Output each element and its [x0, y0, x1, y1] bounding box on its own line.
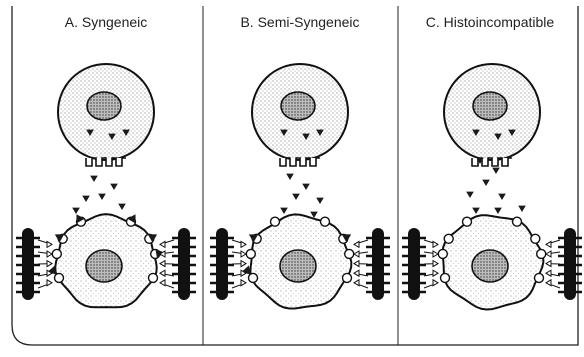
- receptor-site: [531, 234, 540, 243]
- upper-cell-receptor-pits: [280, 158, 320, 166]
- upper-cell: [252, 64, 348, 166]
- arrowhead-icon: [160, 241, 165, 247]
- receptor-site: [271, 217, 280, 226]
- lower-cell: [48, 214, 164, 307]
- arrowhead-icon: [241, 280, 246, 286]
- receptor-site: [249, 273, 258, 282]
- receptor-site: [463, 217, 472, 226]
- arrowhead-icon: [354, 241, 359, 247]
- upper-cell: [444, 64, 540, 166]
- arrowhead-icon: [47, 241, 52, 247]
- antigen-triangle-icon: [482, 180, 490, 186]
- panel-title-c: C. Histoincompatible: [426, 14, 555, 30]
- antigen-triangle-icon: [472, 208, 480, 214]
- lower-cell-nucleus-icon: [280, 250, 316, 282]
- panel-title-a: A. Syngeneic: [65, 14, 148, 30]
- antigen-triangle-icon: [98, 194, 106, 200]
- arrowhead-icon: [546, 280, 551, 286]
- antigen-triangle-icon: [118, 204, 126, 210]
- released-antigens: [72, 176, 126, 214]
- antigen-triangle-icon: [90, 176, 98, 182]
- arrowhead-icon: [433, 251, 438, 257]
- receptor-site: [345, 249, 354, 258]
- antigen-triangle-icon: [316, 198, 324, 204]
- arrowhead-icon: [160, 270, 165, 276]
- upper-cell-nucleus-icon: [87, 92, 121, 120]
- arrowhead-icon: [160, 261, 165, 267]
- antigen-triangle-icon: [494, 208, 502, 214]
- antigen-triangle-icon: [302, 184, 310, 190]
- panel-a-syngeneic: [16, 64, 196, 307]
- arrowhead-icon: [160, 280, 165, 286]
- arrowhead-icon: [546, 241, 551, 247]
- arrowhead-icon: [241, 261, 246, 267]
- receptor-site: [149, 273, 158, 282]
- upper-cell-receptor-pits: [86, 158, 126, 166]
- panel-c-histoincompatible: [402, 64, 582, 310]
- released-antigens: [280, 174, 324, 218]
- arrowhead-icon: [241, 241, 246, 247]
- arrowhead-icon: [354, 270, 359, 276]
- receptor-site: [513, 217, 522, 226]
- receptor-site: [444, 234, 453, 243]
- arrowhead-icon: [546, 261, 551, 267]
- receptor-site: [55, 273, 64, 282]
- receptor-site: [438, 249, 447, 258]
- upper-cell-nucleus-icon: [473, 92, 507, 120]
- arrowhead-icon: [47, 280, 52, 286]
- arrowhead-icon: [433, 261, 438, 267]
- arrowhead-icon: [546, 270, 551, 276]
- upper-cell: [58, 64, 154, 166]
- receptor-site: [535, 273, 544, 282]
- antigen-triangle-icon: [492, 168, 500, 174]
- arrowhead-icon: [546, 251, 551, 257]
- antigen-triangle-icon: [466, 192, 474, 198]
- antigen-triangle-icon: [498, 194, 506, 200]
- receptor-site: [343, 273, 352, 282]
- antigen-triangle-icon: [292, 194, 300, 200]
- arrowhead-icon: [433, 280, 438, 286]
- antigen-triangle-icon: [72, 208, 80, 214]
- arrowhead-icon: [433, 270, 438, 276]
- panel-title-b: B. Semi-Syngeneic: [240, 14, 359, 30]
- antigen-triangle-icon: [110, 184, 118, 190]
- antigen-triangle-icon: [82, 196, 90, 202]
- receptor-site: [246, 249, 255, 258]
- arrowhead-icon: [433, 241, 438, 247]
- antigen-triangle-icon: [286, 174, 294, 180]
- receptor-site: [441, 273, 450, 282]
- antigen-triangle-icon: [280, 208, 288, 214]
- upper-cell-nucleus-icon: [281, 92, 315, 120]
- receptor-site: [52, 249, 61, 258]
- arrowhead-icon: [354, 280, 359, 286]
- lower-cell: [438, 215, 545, 309]
- lower-cell-nucleus-icon: [86, 250, 122, 282]
- antigen-triangle-icon: [518, 206, 526, 212]
- panel-b-semi-syngeneic: [210, 64, 390, 309]
- arrowhead-icon: [354, 251, 359, 257]
- receptor-site: [537, 249, 546, 258]
- arrowhead-icon: [47, 261, 52, 267]
- lower-cell: [242, 214, 354, 308]
- arrowhead-icon: [241, 251, 246, 257]
- receptor-site: [321, 217, 330, 226]
- arrowhead-icon: [47, 251, 52, 257]
- arrowhead-icon: [354, 261, 359, 267]
- lower-cell-nucleus-icon: [472, 250, 508, 282]
